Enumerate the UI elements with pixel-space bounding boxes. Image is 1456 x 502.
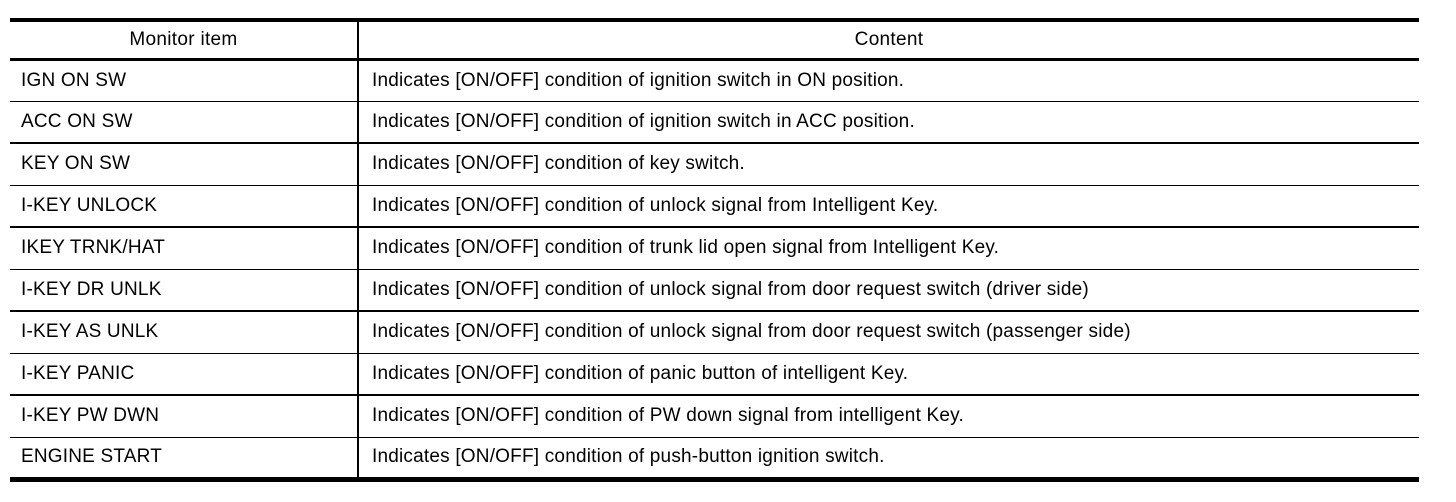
content-cell: Indicates [ON/OFF] condition of unlock s… xyxy=(358,269,1419,312)
monitor-item-cell: ENGINE START xyxy=(10,437,359,479)
table-row: I-KEY PW DWN Indicates [ON/OFF] conditio… xyxy=(10,395,1419,438)
monitor-item-cell: I-KEY PW DWN xyxy=(10,395,359,438)
table-row: ACC ON SW Indicates [ON/OFF] condition o… xyxy=(10,101,1419,144)
content-cell: Indicates [ON/OFF] condition of key swit… xyxy=(358,143,1419,186)
table-row: KEY ON SW Indicates [ON/OFF] condition o… xyxy=(10,143,1419,186)
monitor-item-cell: IGN ON SW xyxy=(10,59,359,102)
content-column-header: Content xyxy=(358,20,1419,61)
monitor-item-cell: I-KEY AS UNLK xyxy=(10,311,359,354)
content-cell: Indicates [ON/OFF] condition of ignition… xyxy=(358,59,1419,102)
table-row: I-KEY PANIC Indicates [ON/OFF] condition… xyxy=(10,353,1419,396)
monitor-item-cell: I-KEY DR UNLK xyxy=(10,269,359,312)
table-row: IKEY TRNK/HAT Indicates [ON/OFF] conditi… xyxy=(10,227,1419,270)
content-cell: Indicates [ON/OFF] condition of unlock s… xyxy=(358,311,1419,354)
monitor-item-cell: KEY ON SW xyxy=(10,143,359,186)
monitor-item-table: Monitor item Content IGN ON SW Indicates… xyxy=(10,18,1419,482)
monitor-item-cell: ACC ON SW xyxy=(10,101,359,144)
monitor-item-cell: IKEY TRNK/HAT xyxy=(10,227,359,270)
content-cell: Indicates [ON/OFF] condition of unlock s… xyxy=(358,185,1419,228)
table-row: IGN ON SW Indicates [ON/OFF] condition o… xyxy=(10,59,1419,102)
table-row: I-KEY AS UNLK Indicates [ON/OFF] conditi… xyxy=(10,311,1419,354)
table-row: I-KEY DR UNLK Indicates [ON/OFF] conditi… xyxy=(10,269,1419,312)
content-cell: Indicates [ON/OFF] condition of ignition… xyxy=(358,101,1419,144)
table-row: ENGINE START Indicates [ON/OFF] conditio… xyxy=(10,437,1419,479)
table-header-row: Monitor item Content xyxy=(10,20,1419,61)
table-row: I-KEY UNLOCK Indicates [ON/OFF] conditio… xyxy=(10,185,1419,228)
monitor-item-cell: I-KEY PANIC xyxy=(10,353,359,396)
content-cell: Indicates [ON/OFF] condition of panic bu… xyxy=(358,353,1419,396)
monitor-item-column-header: Monitor item xyxy=(10,20,359,61)
content-cell: Indicates [ON/OFF] condition of trunk li… xyxy=(358,227,1419,270)
content-cell: Indicates [ON/OFF] condition of push-but… xyxy=(372,446,885,467)
monitor-item-cell: I-KEY UNLOCK xyxy=(10,185,359,228)
content-cell: Indicates [ON/OFF] condition of PW down … xyxy=(358,395,1419,438)
